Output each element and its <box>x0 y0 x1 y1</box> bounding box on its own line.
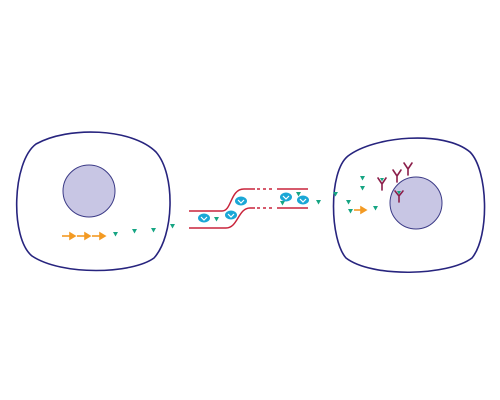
orange-arrow-icon <box>92 231 107 241</box>
left-cell-arrows <box>62 231 107 241</box>
orange-arrow-icon <box>354 205 368 215</box>
right-cell <box>332 137 486 274</box>
teal-triangle-icon <box>397 191 401 195</box>
teal-triangle-icon <box>132 229 137 234</box>
blue-complex-icon <box>198 213 210 223</box>
teal-triangle-icon <box>113 232 118 237</box>
y-shaped-receptor-icon <box>403 162 413 176</box>
receptors <box>377 162 413 203</box>
blue-complex-icon <box>297 195 309 205</box>
teal-triangle-icon <box>373 206 378 211</box>
right-cell-membrane <box>332 137 486 274</box>
orange-arrow-icon <box>77 231 92 241</box>
bound-molecules <box>380 178 401 195</box>
right-signal-molecules <box>316 176 378 214</box>
left-signal-molecules <box>113 224 175 237</box>
teal-triangle-icon <box>280 201 285 206</box>
y-shaped-receptor-icon <box>377 177 387 191</box>
intercellular-channel <box>189 188 308 229</box>
teal-triangle-icon <box>360 176 365 181</box>
left-cell <box>15 131 171 272</box>
teal-triangle-icon <box>333 192 338 197</box>
orange-arrow-icon <box>62 231 77 241</box>
y-shaped-receptor-icon <box>392 169 402 183</box>
teal-triangle-icon <box>316 200 321 205</box>
teal-triangle-icon <box>346 200 351 205</box>
teal-triangle-icon <box>348 209 353 214</box>
teal-triangle-icon <box>214 217 219 222</box>
y-shaped-receptor-icon <box>394 190 404 203</box>
teal-triangle-icon <box>151 228 156 233</box>
channel-wall-bottom <box>189 207 255 229</box>
teal-triangle-icon <box>360 186 365 191</box>
blue-complex-icon <box>225 210 237 220</box>
teal-triangle-icon <box>380 178 384 182</box>
left-cell-membrane <box>15 131 171 272</box>
left-cell-nucleus <box>62 164 116 218</box>
blue-complex-icon <box>235 196 247 206</box>
right-cell-nucleus <box>389 176 443 230</box>
blue-complex-icon <box>280 192 292 202</box>
channel-wall-top <box>189 188 255 212</box>
teal-triangle-icon <box>170 224 175 229</box>
channel-signal-molecules <box>214 192 301 222</box>
teal-triangle-icon <box>296 192 301 197</box>
channel-complexes <box>198 192 309 223</box>
